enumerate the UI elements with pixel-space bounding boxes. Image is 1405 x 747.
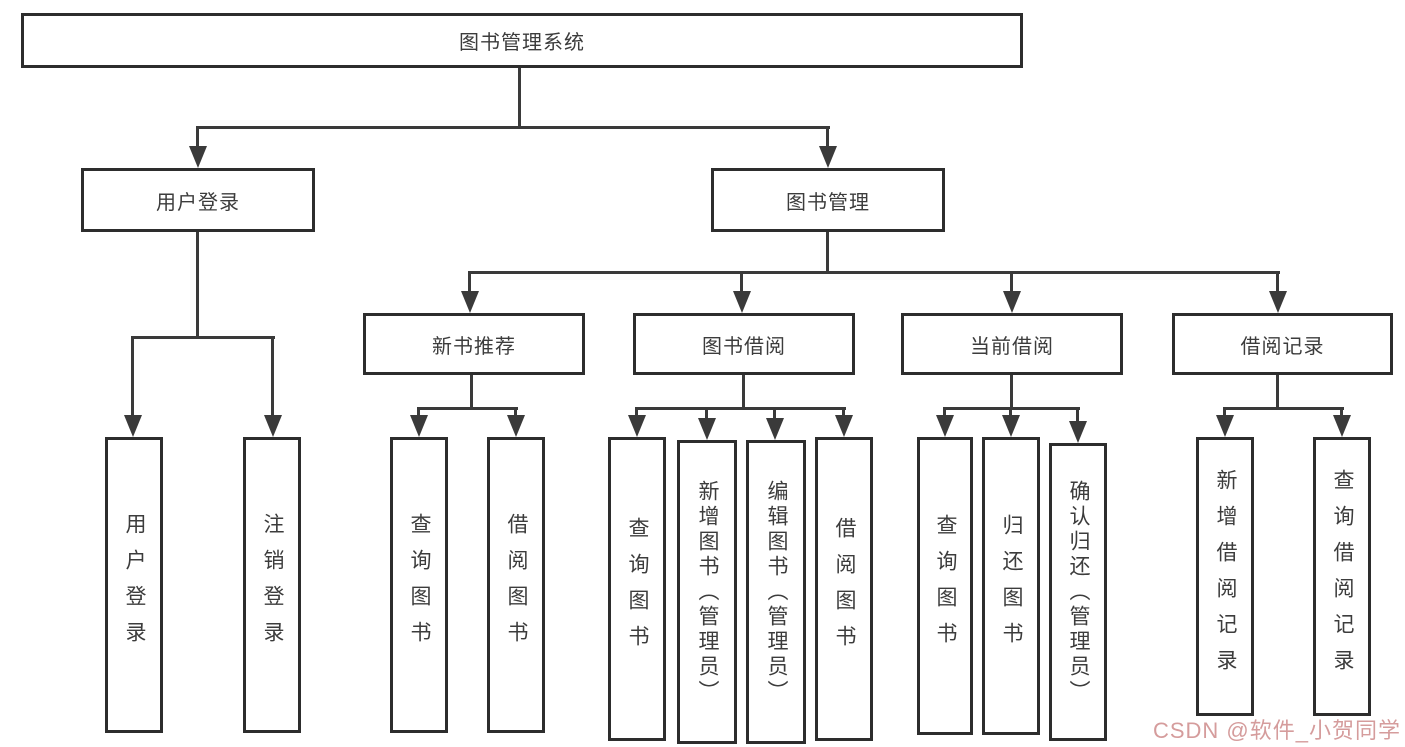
node-new-book-recommend: 新书推荐 — [363, 313, 585, 375]
leaf-add-books-admin: 新增图书（管理员） — [677, 440, 737, 744]
node-book-borrow: 图书借阅 — [633, 313, 855, 375]
arrow-to-leaf-query-books-current — [943, 408, 946, 415]
leaf-query-books-current: 查询图书 — [917, 437, 973, 735]
leaf-logout: 注销登录 — [243, 437, 301, 733]
connector-book-management-branch — [468, 271, 1280, 274]
arrow-to-leaf-query-books-borrow — [635, 408, 638, 415]
arrow-to-leaf-add-books-admin — [705, 408, 708, 418]
node-user-login: 用户登录 — [81, 168, 315, 232]
leaf-user-login: 用户登录 — [105, 437, 163, 733]
connector-user-login-stem — [196, 232, 199, 337]
node-borrow-records: 借阅记录 — [1172, 313, 1393, 375]
connector-borrow-records-branch — [1223, 407, 1344, 410]
arrow-to-leaf-query-borrow-record — [1340, 408, 1343, 415]
leaf-confirm-return-admin: 确认归还（管理员） — [1049, 443, 1107, 741]
arrow-to-leaf-query-books-recommend — [417, 408, 420, 415]
leaf-query-books-recommend: 查询图书 — [390, 437, 448, 733]
leaf-query-borrow-record: 查询借阅记录 — [1313, 437, 1371, 716]
connector-new-book-stem — [470, 375, 473, 408]
arrow-to-leaf-logout — [271, 337, 274, 415]
arrow-to-leaf-return-books — [1009, 408, 1012, 415]
node-root: 图书管理系统 — [21, 13, 1023, 68]
connector-current-borrow-stem — [1010, 375, 1013, 408]
node-current-borrow: 当前借阅 — [901, 313, 1123, 375]
connector-root-branch — [196, 126, 830, 129]
arrow-to-leaf-user-login — [131, 337, 134, 415]
connector-new-book-branch — [417, 407, 518, 410]
leaf-borrow-books-recommend: 借阅图书 — [487, 437, 545, 733]
arrow-to-new-book-recommend — [468, 272, 471, 291]
leaf-return-books: 归还图书 — [982, 437, 1040, 735]
leaf-add-borrow-record: 新增借阅记录 — [1196, 437, 1254, 716]
connector-root-stem — [518, 68, 521, 127]
leaf-borrow-books-borrow: 借阅图书 — [815, 437, 873, 741]
connector-book-borrow-stem — [742, 375, 745, 408]
arrow-to-leaf-add-borrow-record — [1223, 408, 1226, 415]
leaf-query-books-borrow: 查询图书 — [608, 437, 666, 741]
arrow-to-book-management — [826, 127, 829, 146]
connector-borrow-records-stem — [1276, 375, 1279, 408]
arrow-to-leaf-borrow-books-borrow — [842, 408, 845, 415]
arrow-to-book-borrow — [740, 272, 743, 291]
connector-user-login-branch — [131, 336, 275, 339]
connector-book-borrow-branch — [635, 407, 846, 410]
arrow-to-leaf-borrow-books-recommend — [514, 408, 517, 415]
arrow-to-borrow-records — [1276, 272, 1279, 291]
node-book-management: 图书管理 — [711, 168, 945, 232]
connector-book-management-stem — [826, 232, 829, 272]
arrow-to-leaf-confirm-return-admin — [1076, 408, 1079, 421]
arrow-to-leaf-edit-books-admin — [773, 408, 776, 418]
watermark: CSDN @软件_小贺同学 — [1152, 718, 1401, 743]
arrow-to-user-login — [196, 127, 199, 146]
arrow-to-current-borrow — [1010, 272, 1013, 291]
leaf-edit-books-admin: 编辑图书（管理员） — [746, 440, 806, 744]
